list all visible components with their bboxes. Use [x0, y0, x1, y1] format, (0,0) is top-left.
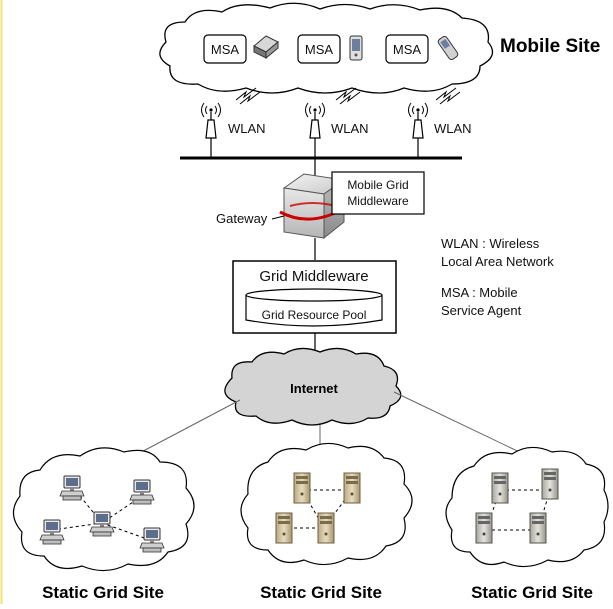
internet-cloud: Internet: [224, 347, 402, 426]
server-icon: [475, 512, 493, 544]
internet-label: Internet: [290, 381, 338, 396]
server-icon: [491, 472, 509, 504]
msa-agent-2: MSA: [297, 34, 341, 64]
grid-middleware-box: Grid Middleware Grid Resource Pool: [232, 260, 397, 334]
msa-label: MSA: [211, 42, 240, 57]
server-icon: [317, 512, 335, 544]
static-grid-site-label: Static Grid Site: [42, 583, 164, 602]
svg-text:Local Area Network: Local Area Network: [441, 254, 554, 269]
server-icon: [541, 468, 559, 500]
static-grid-site-label: Static Grid Site: [471, 583, 593, 602]
wlan-antenna-icon: [407, 102, 429, 139]
grid-resource-pool-cylinder: Grid Resource Pool: [245, 288, 383, 327]
wlan-antenna-icon: [200, 102, 222, 139]
wireless-links: [235, 87, 461, 105]
static-grid-site-1-cloud: [12, 447, 195, 572]
svg-text:Service Agent: Service Agent: [441, 303, 522, 318]
server-icon: [343, 472, 361, 504]
svg-text:WLAN : Wireless: WLAN : Wireless: [441, 236, 540, 251]
static-grid-site-2-cloud: [240, 442, 413, 566]
msa-label: MSA: [393, 42, 422, 57]
svg-text:MSA : Mobile: MSA : Mobile: [441, 285, 518, 300]
svg-text:Middleware: Middleware: [347, 194, 409, 208]
pda-icon: [349, 35, 363, 61]
svg-text:Mobile Grid: Mobile Grid: [347, 178, 408, 192]
msa-agent-3: MSA: [385, 34, 429, 64]
mobile-site-title: Mobile Site: [500, 36, 600, 57]
static-grid-site-label: Static Grid Site: [260, 583, 382, 602]
legend: WLAN : Wireless Local Area Network MSA :…: [441, 236, 554, 318]
wlan-label: WLAN: [228, 121, 266, 136]
laptop-icon: [253, 35, 279, 60]
gateway-label: Gateway: [216, 211, 268, 226]
server-icon: [529, 512, 547, 544]
wlan-label: WLAN: [331, 121, 369, 136]
grid-resource-pool-label: Grid Resource Pool: [262, 308, 367, 322]
mobile-phone-icon: [437, 35, 459, 61]
grid-middleware-title: Grid Middleware: [259, 268, 368, 285]
wlan-label: WLAN: [434, 121, 472, 136]
server-icon: [293, 472, 311, 504]
msa-label: MSA: [305, 42, 334, 57]
msa-agent-1: MSA: [203, 34, 247, 64]
mobile-grid-middleware-box: Mobile Grid Middleware: [331, 171, 425, 215]
server-icon: [275, 512, 293, 544]
wlan-antenna-icon: [304, 102, 326, 139]
static-grid-site-3-cloud: [445, 446, 609, 568]
